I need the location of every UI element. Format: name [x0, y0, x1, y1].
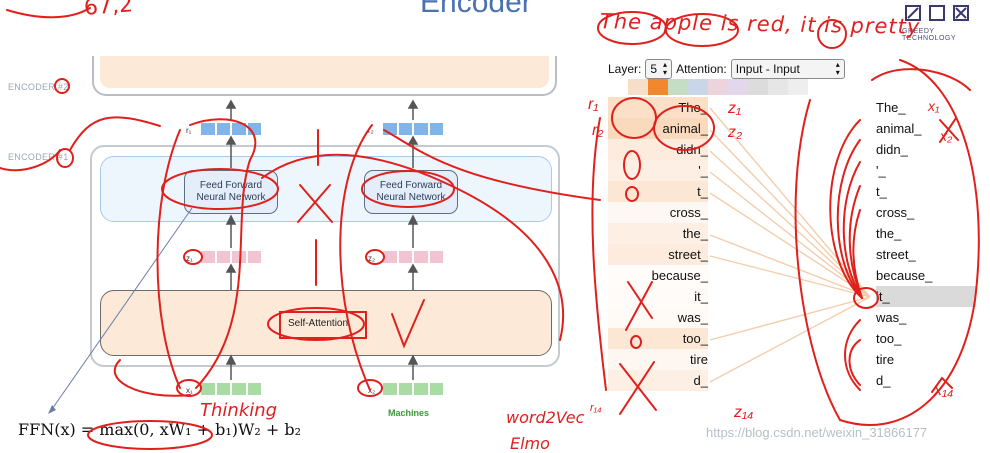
self-attention-label: Self-Attention [288, 318, 349, 329]
handwriting-r14: r₁₄ [590, 402, 602, 414]
right-token-2[interactable]: didn_ [876, 142, 908, 157]
handwriting-x2-right: x₂ [940, 128, 953, 144]
head-swatch-3[interactable] [668, 79, 688, 95]
encoder2-box [92, 56, 557, 96]
attention-select[interactable]: Input - Input ▴▾ [730, 59, 845, 79]
attention-controls: Layer: 5 ▴▾ Attention: Input - Input ▴▾ [608, 59, 845, 79]
left-token-8[interactable]: because_ [608, 265, 708, 286]
handwriting-z14: z₁₄ [734, 404, 754, 421]
left-token-11[interactable]: too_ [608, 328, 708, 349]
head-swatch-8[interactable] [768, 79, 788, 95]
handwriting-z1: z₁ [728, 100, 742, 117]
r2-vector [382, 122, 444, 136]
r1-vector [200, 122, 262, 136]
r2-label: r₂ [368, 126, 374, 135]
x1-label: x₁ [186, 386, 193, 395]
x2-label: x₂ [368, 386, 376, 395]
right-token-6[interactable]: the_ [876, 226, 902, 241]
encoder1-box [90, 145, 560, 367]
handwriting-x1-right: x₁ [928, 98, 940, 114]
slide-title: Encoder [420, 0, 532, 19]
attention-select-value: Input - Input [735, 62, 800, 76]
left-token-9[interactable]: it_ [608, 286, 708, 307]
head-swatch-9[interactable] [788, 79, 808, 95]
x1-vector [200, 382, 262, 396]
right-token-5[interactable]: cross_ [876, 205, 915, 220]
layer-select[interactable]: 5 ▴▾ [645, 59, 673, 79]
attention-lines [709, 107, 871, 383]
z1-label: z₁ [186, 254, 193, 263]
right-token-10[interactable]: was_ [876, 310, 907, 325]
handwriting-x14-right: x₁₄ [934, 382, 954, 399]
right-token-11[interactable]: too_ [876, 331, 902, 346]
right-token-9[interactable]: it_ [876, 286, 976, 307]
right-token-3[interactable]: '_ [876, 163, 886, 178]
flow-arrows [225, 99, 419, 380]
head-color-swatches [628, 79, 808, 95]
select-arrows-icon: ▴▾ [835, 60, 840, 77]
csdn-watermark: https://blog.csdn.net/weixin_31866177 [706, 425, 928, 440]
red-annotations [0, 7, 980, 450]
logo-mark-icon [905, 5, 969, 21]
input-word-machines: Machines [388, 408, 430, 418]
left-token-13[interactable]: d_ [608, 370, 708, 391]
right-token-4[interactable]: t_ [876, 184, 887, 199]
right-token-0[interactable]: The_ [876, 100, 906, 115]
layer-select-value: 5 [650, 62, 658, 76]
head-swatch-5[interactable] [708, 79, 728, 95]
left-token-7[interactable]: street_ [608, 244, 708, 265]
r1-label: r₁ [186, 126, 192, 135]
handwriting-thinking: Thinking [200, 400, 278, 421]
select-arrows-icon: ▴▾ [663, 60, 668, 77]
encoder2-fill [100, 56, 549, 88]
ffn-pointer-line [49, 207, 193, 413]
right-token-8[interactable]: because_ [876, 268, 933, 283]
handwriting-r1: r₁ [588, 96, 599, 113]
layer-label: Layer: [608, 62, 642, 76]
handwriting-word2vec: word2Vec [506, 408, 585, 427]
left-token-10[interactable]: was_ [608, 307, 708, 328]
z2-label: z₂ [368, 254, 376, 263]
encoder2-label: ENCODER #2 [8, 82, 69, 92]
head-swatch-7[interactable] [748, 79, 768, 95]
self-attention-region [100, 290, 552, 356]
left-token-5[interactable]: cross_ [608, 202, 708, 223]
logo-text: GREEDY TECHNOLOGY [902, 28, 957, 42]
right-token-13[interactable]: d_ [876, 373, 891, 388]
attention-label: Attention: [676, 62, 727, 76]
handwriting-z2: z₂ [728, 124, 743, 141]
encoder1-label: ENCODER #1 [8, 152, 69, 162]
head-swatch-1[interactable] [628, 79, 648, 95]
left-token-12[interactable]: tire [608, 349, 708, 370]
handwriting-elmo: Elmo [510, 434, 550, 453]
head-swatch-6[interactable] [728, 79, 748, 95]
z2-vector [382, 250, 444, 264]
head-swatch-4[interactable] [688, 79, 708, 95]
left-token-3[interactable]: '_ [608, 160, 708, 181]
left-token-1[interactable]: animal_ [608, 118, 708, 139]
right-token-1[interactable]: animal_ [876, 121, 922, 136]
right-token-12[interactable]: tire [876, 352, 895, 367]
greedy-logo [900, 4, 980, 40]
z1-vector [200, 250, 262, 264]
right-token-7[interactable]: street_ [876, 247, 916, 262]
head-swatch-2[interactable] [648, 79, 668, 95]
left-token-6[interactable]: the_ [608, 223, 708, 244]
x2-vector [382, 382, 444, 396]
